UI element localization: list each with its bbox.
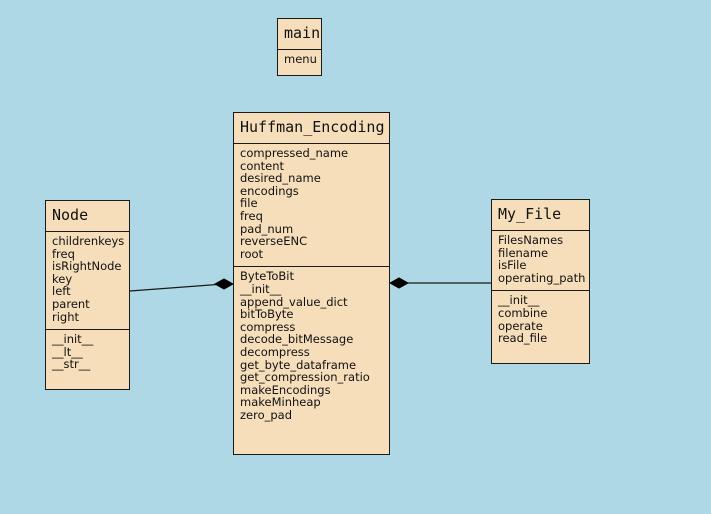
class-attribute: menu (284, 52, 317, 66)
class-attribute: encodings (240, 183, 299, 198)
class-method: get_byte_dataframe (240, 357, 357, 372)
class-method: __str__ (52, 357, 91, 372)
class-method: makeMinheap (240, 395, 321, 410)
class-method: read_file (498, 331, 548, 346)
edge-node-to-huffman (129, 278, 235, 292)
class-attribute: operating_path (498, 270, 586, 285)
class-attribute: root (240, 246, 264, 261)
class-attribute: freq (52, 246, 75, 261)
class-method: __init__ (240, 281, 282, 296)
class-method: __init__ (498, 293, 540, 308)
class-attribute: key (52, 271, 73, 286)
class-method: decompress (240, 344, 310, 359)
class-attribute: childrenkeys (52, 234, 125, 248)
class-attribute: freq (240, 208, 263, 223)
class-attribute: compressed_name (240, 146, 349, 160)
class-methods-node: __init__ __lt__ __str__ (46, 329, 129, 377)
class-attributes-huffman-encoding: compressed_name content desired_name enc… (234, 143, 389, 266)
class-body-filler (492, 351, 589, 363)
class-method: combine (498, 305, 548, 320)
composition-diamond-node (213, 278, 235, 290)
edge-myfile-to-huffman (388, 277, 491, 289)
class-method: ByteToBit (240, 269, 294, 284)
class-attributes-node: childrenkeys freq isRightNode key left p… (46, 231, 129, 329)
class-attribute: desired_name (240, 171, 321, 186)
class-attribute: pad_num (240, 221, 294, 236)
class-box-main[interactable]: main menu (277, 18, 322, 76)
class-box-my-file[interactable]: My_File FilesNames filename isFile opera… (491, 199, 590, 364)
class-attribute: content (240, 158, 285, 173)
class-box-node[interactable]: Node childrenkeys freq isRightNode key l… (45, 200, 130, 390)
class-attributes-my-file: FilesNames filename isFile operating_pat… (492, 230, 589, 290)
class-attribute: filename (498, 245, 549, 260)
class-method: __init__ (52, 332, 94, 347)
class-method: get_compression_ratio (240, 370, 370, 385)
class-method: __lt__ (52, 344, 83, 359)
class-box-huffman-encoding[interactable]: Huffman_Encoding compressed_name content… (233, 112, 390, 455)
class-title-huffman-encoding: Huffman_Encoding (240, 118, 385, 136)
class-method: compress (240, 319, 296, 334)
class-attribute: right (52, 309, 80, 324)
class-attribute: isRightNode (52, 259, 122, 274)
class-body-filler (46, 377, 129, 389)
class-method: zero_pad (240, 407, 293, 422)
class-attribute: isFile (498, 258, 527, 273)
class-method: append_value_dict (240, 294, 348, 309)
class-attribute: parent (52, 296, 90, 311)
class-attribute: file (240, 196, 258, 211)
class-title-node: Node (52, 206, 89, 224)
class-methods-huffman-encoding: ByteToBit __init__ append_value_dict bit… (234, 266, 389, 427)
class-method: bitToByte (240, 307, 294, 322)
class-attribute: FilesNames (498, 233, 564, 247)
class-title-my-file: My_File (498, 205, 562, 223)
class-method: operate (498, 318, 543, 333)
composition-diamond-myfile (388, 277, 410, 289)
class-title-main: main (284, 24, 321, 42)
class-method: decode_bitMessage (240, 332, 354, 347)
class-method: makeEncodings (240, 382, 331, 397)
class-methods-my-file: __init__ combine operate read_file (492, 290, 589, 350)
edge-line-node-huffman (129, 283, 225, 292)
class-attribute: reverseENC (240, 234, 308, 249)
class-attribute: left (52, 284, 71, 299)
class-body-filler (234, 427, 389, 454)
class-attributes-main: menu (278, 49, 321, 72)
